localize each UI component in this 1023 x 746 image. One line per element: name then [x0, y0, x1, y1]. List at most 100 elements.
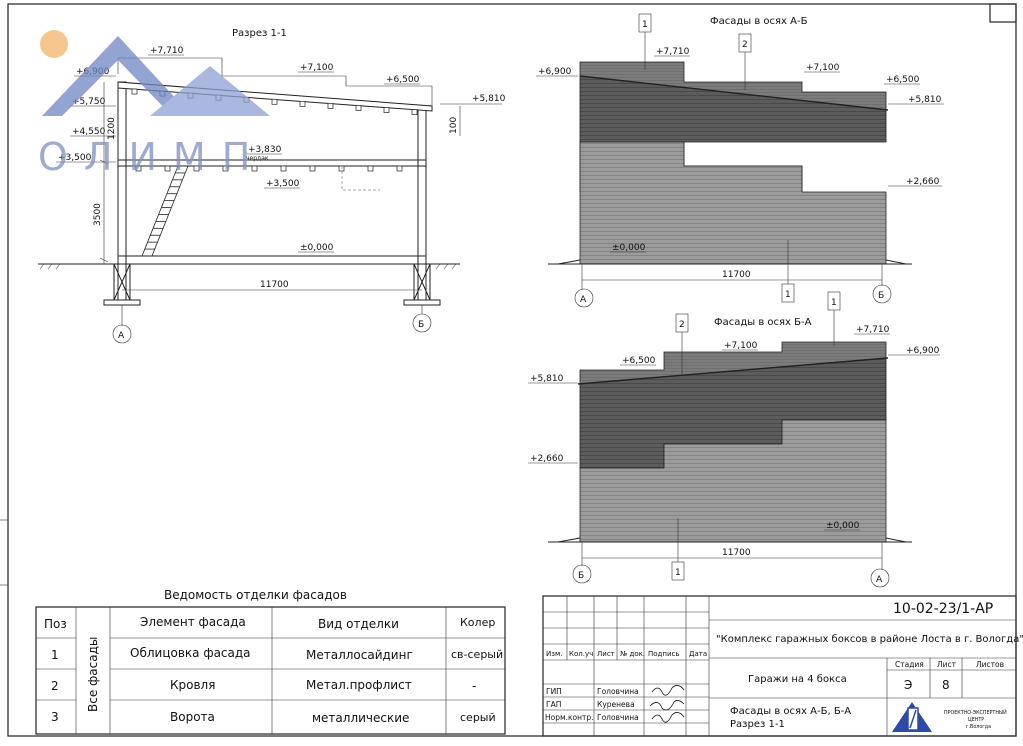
attic-note: чердак	[246, 155, 269, 162]
attic-purlin	[367, 165, 374, 172]
sheets-header: Листов	[976, 660, 1004, 669]
row3-color: серый	[460, 711, 496, 724]
org-line-1: ПРОЕКТНО-ЭКСПЕРТНЫЙ	[944, 709, 1007, 716]
axis-label-b: Б	[418, 320, 424, 330]
roof-purlin	[327, 103, 334, 109]
ab-level-6900: +6,900	[538, 67, 572, 77]
ab-level-5810: +5,810	[908, 95, 942, 105]
ba-marker-2-label: 2	[679, 320, 685, 330]
ba-marker-2	[675, 313, 689, 333]
row1-pos: 1	[51, 648, 59, 662]
facade-ab-levels: +6,900 +7,710 +7,100 +6,500 +5,810 +2,66…	[536, 47, 944, 253]
ab-marker-1-bottom-label: 1	[785, 290, 791, 300]
ab-axis-left: А	[580, 295, 587, 305]
sheet-name-2: Разрез 1-1	[730, 719, 785, 730]
title-block: Изм. Кол.уч Лист № док. Подпись Дата ГИП…	[542, 595, 1023, 737]
finish-table: Ведомость отделки фасадов Поз Элемент фа…	[35, 588, 506, 735]
th-finish: Вид отделки	[318, 617, 399, 631]
row2-element: Кровля	[170, 678, 215, 692]
column-b	[417, 107, 427, 301]
axis-marker-b	[412, 313, 432, 333]
facade-ba-light-siding	[579, 419, 887, 543]
ab-axis-marker-right	[872, 284, 892, 304]
facade-ba-span: 11700	[722, 548, 751, 558]
ab-marker-2-label: 2	[742, 40, 748, 50]
row3-element: Ворота	[170, 710, 215, 724]
level-5810: +5,810	[472, 94, 506, 104]
row2-pos: 2	[51, 679, 59, 693]
th-element: Элемент фасада	[140, 615, 246, 629]
ba-marker-1-bottom-label: 1	[675, 568, 681, 578]
stage-header: Стадия	[895, 660, 924, 669]
level-zero: ±0,000	[300, 243, 334, 253]
ba-level-5810: +5,810	[530, 374, 564, 384]
axis-marker-a	[112, 324, 132, 344]
role-gap: ГАП	[546, 700, 561, 709]
row1-finish: Металлосайдинг	[306, 648, 413, 662]
title-block-col-headers: Изм. Кол.уч Лист № док. Подпись Дата	[546, 650, 707, 658]
floor-slab	[117, 255, 427, 265]
ba-axis-marker-left	[572, 564, 592, 584]
finish-table-title: Ведомость отделки фасадов	[164, 588, 347, 602]
object-name: Гаражи на 4 бокса	[748, 674, 847, 685]
ba-level-7710: +7,710	[856, 325, 890, 335]
col-izm: Изм.	[546, 650, 562, 658]
facade-ab-span: 11700	[722, 270, 751, 280]
attic-purlin	[309, 165, 316, 172]
level-7710: +7,710	[150, 46, 184, 56]
attic-purlin	[280, 165, 287, 172]
ab-marker-2	[738, 33, 752, 53]
attic-purlin	[135, 165, 142, 172]
attic-purlin	[222, 165, 229, 172]
ba-level-6900: +6,900	[906, 346, 940, 356]
row1-color: св-серый	[451, 648, 503, 661]
ab-marker-1-top-label: 1	[642, 20, 648, 30]
row3-pos: 3	[51, 710, 59, 724]
attic-purlin	[164, 165, 171, 172]
ab-marker-1-top	[638, 13, 652, 33]
ba-marker-1-top-label: 1	[831, 298, 837, 308]
level-4550: +4,550	[72, 127, 106, 137]
section-span: 11700	[260, 280, 289, 290]
level-3500-left: +3,500	[58, 153, 92, 163]
level-3830: +3,830	[248, 145, 282, 155]
sheet-corner-box	[989, 3, 1017, 23]
roof-purlin	[299, 100, 306, 107]
sheet-header: Лист	[937, 660, 957, 669]
watermark-sun-icon	[40, 30, 68, 58]
name-gap: Куренева	[597, 700, 635, 709]
facade-ba-title: Фасады в осях Б-А	[714, 317, 812, 328]
org-logo	[892, 702, 932, 732]
th-pos: Поз	[44, 617, 67, 631]
title-block-roles: ГИП Головчина ГАП Куренева Норм.контр. Г…	[545, 687, 639, 722]
roof-purlin	[271, 98, 278, 105]
doc-code: 10-02-23/1-АР	[893, 601, 993, 617]
level-6500: +6,500	[386, 75, 420, 85]
attic-purlin	[396, 165, 403, 172]
stage-value: Э	[904, 678, 912, 692]
col-list: Лист	[597, 650, 615, 658]
row2-finish: Метал.профлист	[306, 678, 412, 692]
col-sign: Подпись	[648, 650, 680, 658]
col-date: Дата	[689, 650, 707, 658]
ba-marker-1-bottom	[671, 561, 685, 581]
ba-axis-right: А	[876, 575, 883, 585]
ab-level-zero: ±0,000	[612, 243, 646, 253]
watermark-text: ОЛИМП	[38, 135, 266, 179]
ba-axis-left: Б	[578, 571, 584, 581]
org-line-2: ЦЕНТР	[968, 717, 984, 723]
ab-level-7710: +7,710	[656, 47, 690, 57]
ab-level-6500: +6,500	[886, 75, 920, 85]
ab-axis-marker-left	[574, 288, 594, 308]
attic-purlin	[251, 165, 258, 172]
facade-a-b: Фасады в осях А-Б +6,900 +7,710 +7,100 +…	[536, 13, 944, 308]
foundation-a	[103, 263, 141, 306]
attic-purlin	[193, 165, 200, 172]
ba-level-6500: +6,500	[622, 356, 656, 366]
level-5750: +5,750	[72, 97, 106, 107]
level-3500-right: +3,500	[266, 179, 300, 189]
roof-purlin	[411, 109, 418, 115]
row2-color: -	[472, 679, 476, 693]
role-gip: ГИП	[546, 687, 562, 696]
project-name: "Комплекс гаражных боксов в районе Лоста…	[716, 634, 1023, 645]
